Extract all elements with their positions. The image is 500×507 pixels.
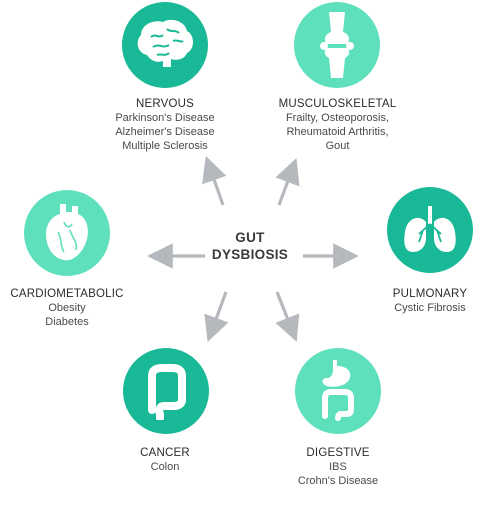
cardiometabolic-line: Diabetes xyxy=(45,316,89,328)
pulmonary-circle xyxy=(387,187,473,273)
musculoskeletal-title: MUSCULOSKELETAL xyxy=(278,98,397,110)
cardiometabolic-line: Obesity xyxy=(48,302,86,314)
knee-joint-icon xyxy=(320,12,354,78)
musculoskeletal-circle xyxy=(294,2,380,88)
cardiometabolic-label: CARDIOMETABOLIC Obesity Diabetes xyxy=(2,287,132,329)
nervous-title: NERVOUS xyxy=(135,98,195,110)
center-label: GUT DYSBIOSIS xyxy=(200,229,300,263)
brain-icon xyxy=(137,19,193,68)
cardiometabolic-title: CARDIOMETABOLIC xyxy=(10,288,124,300)
colon-icon xyxy=(148,364,186,420)
arrow-to-nervous xyxy=(202,155,227,206)
stomach-intestine-icon xyxy=(322,360,354,421)
digestive-circle xyxy=(295,348,381,434)
musculoskeletal-line: Gout xyxy=(325,140,350,152)
arrow-to-digestive xyxy=(275,291,300,342)
musculoskeletal-label: MUSCULOSKELETAL Frailty, Osteoporosis, R… xyxy=(265,97,410,153)
nervous-line: Alzheimer's Disease xyxy=(115,126,215,138)
digestive-title: DIGESTIVE xyxy=(306,447,370,459)
cardiometabolic-circle xyxy=(24,190,110,276)
cancer-circle xyxy=(123,348,209,434)
arrow-to-cancer xyxy=(204,291,229,343)
digestive-line: IBS xyxy=(329,461,347,473)
heart-icon xyxy=(46,204,88,261)
center-label-line2: DYSBIOSIS xyxy=(211,247,289,262)
cancer-line: Colon xyxy=(150,461,180,473)
musculoskeletal-line: Rheumatoid Arthritis, xyxy=(286,126,389,138)
pulmonary-line: Cystic Fibrosis xyxy=(394,302,466,314)
pulmonary-title: PULMONARY xyxy=(392,288,468,300)
pulmonary-label: PULMONARY Cystic Fibrosis xyxy=(368,287,492,315)
digestive-label: DIGESTIVE IBS Crohn's Disease xyxy=(268,446,408,488)
lungs-icon xyxy=(404,206,456,252)
center-label-line1: GUT xyxy=(235,230,265,245)
nervous-circle xyxy=(122,2,208,88)
musculoskeletal-line: Frailty, Osteoporosis, xyxy=(285,112,390,124)
nervous-label: NERVOUS Parkinson's Disease Alzheimer's … xyxy=(100,97,230,153)
digestive-line: Crohn's Disease xyxy=(297,475,379,487)
nervous-line: Parkinson's Disease xyxy=(115,112,215,124)
nervous-line: Multiple Sclerosis xyxy=(122,140,208,152)
cancer-label: CANCER Colon xyxy=(105,446,225,474)
cancer-title: CANCER xyxy=(140,447,190,459)
arrow-to-musculoskeletal xyxy=(275,158,300,206)
